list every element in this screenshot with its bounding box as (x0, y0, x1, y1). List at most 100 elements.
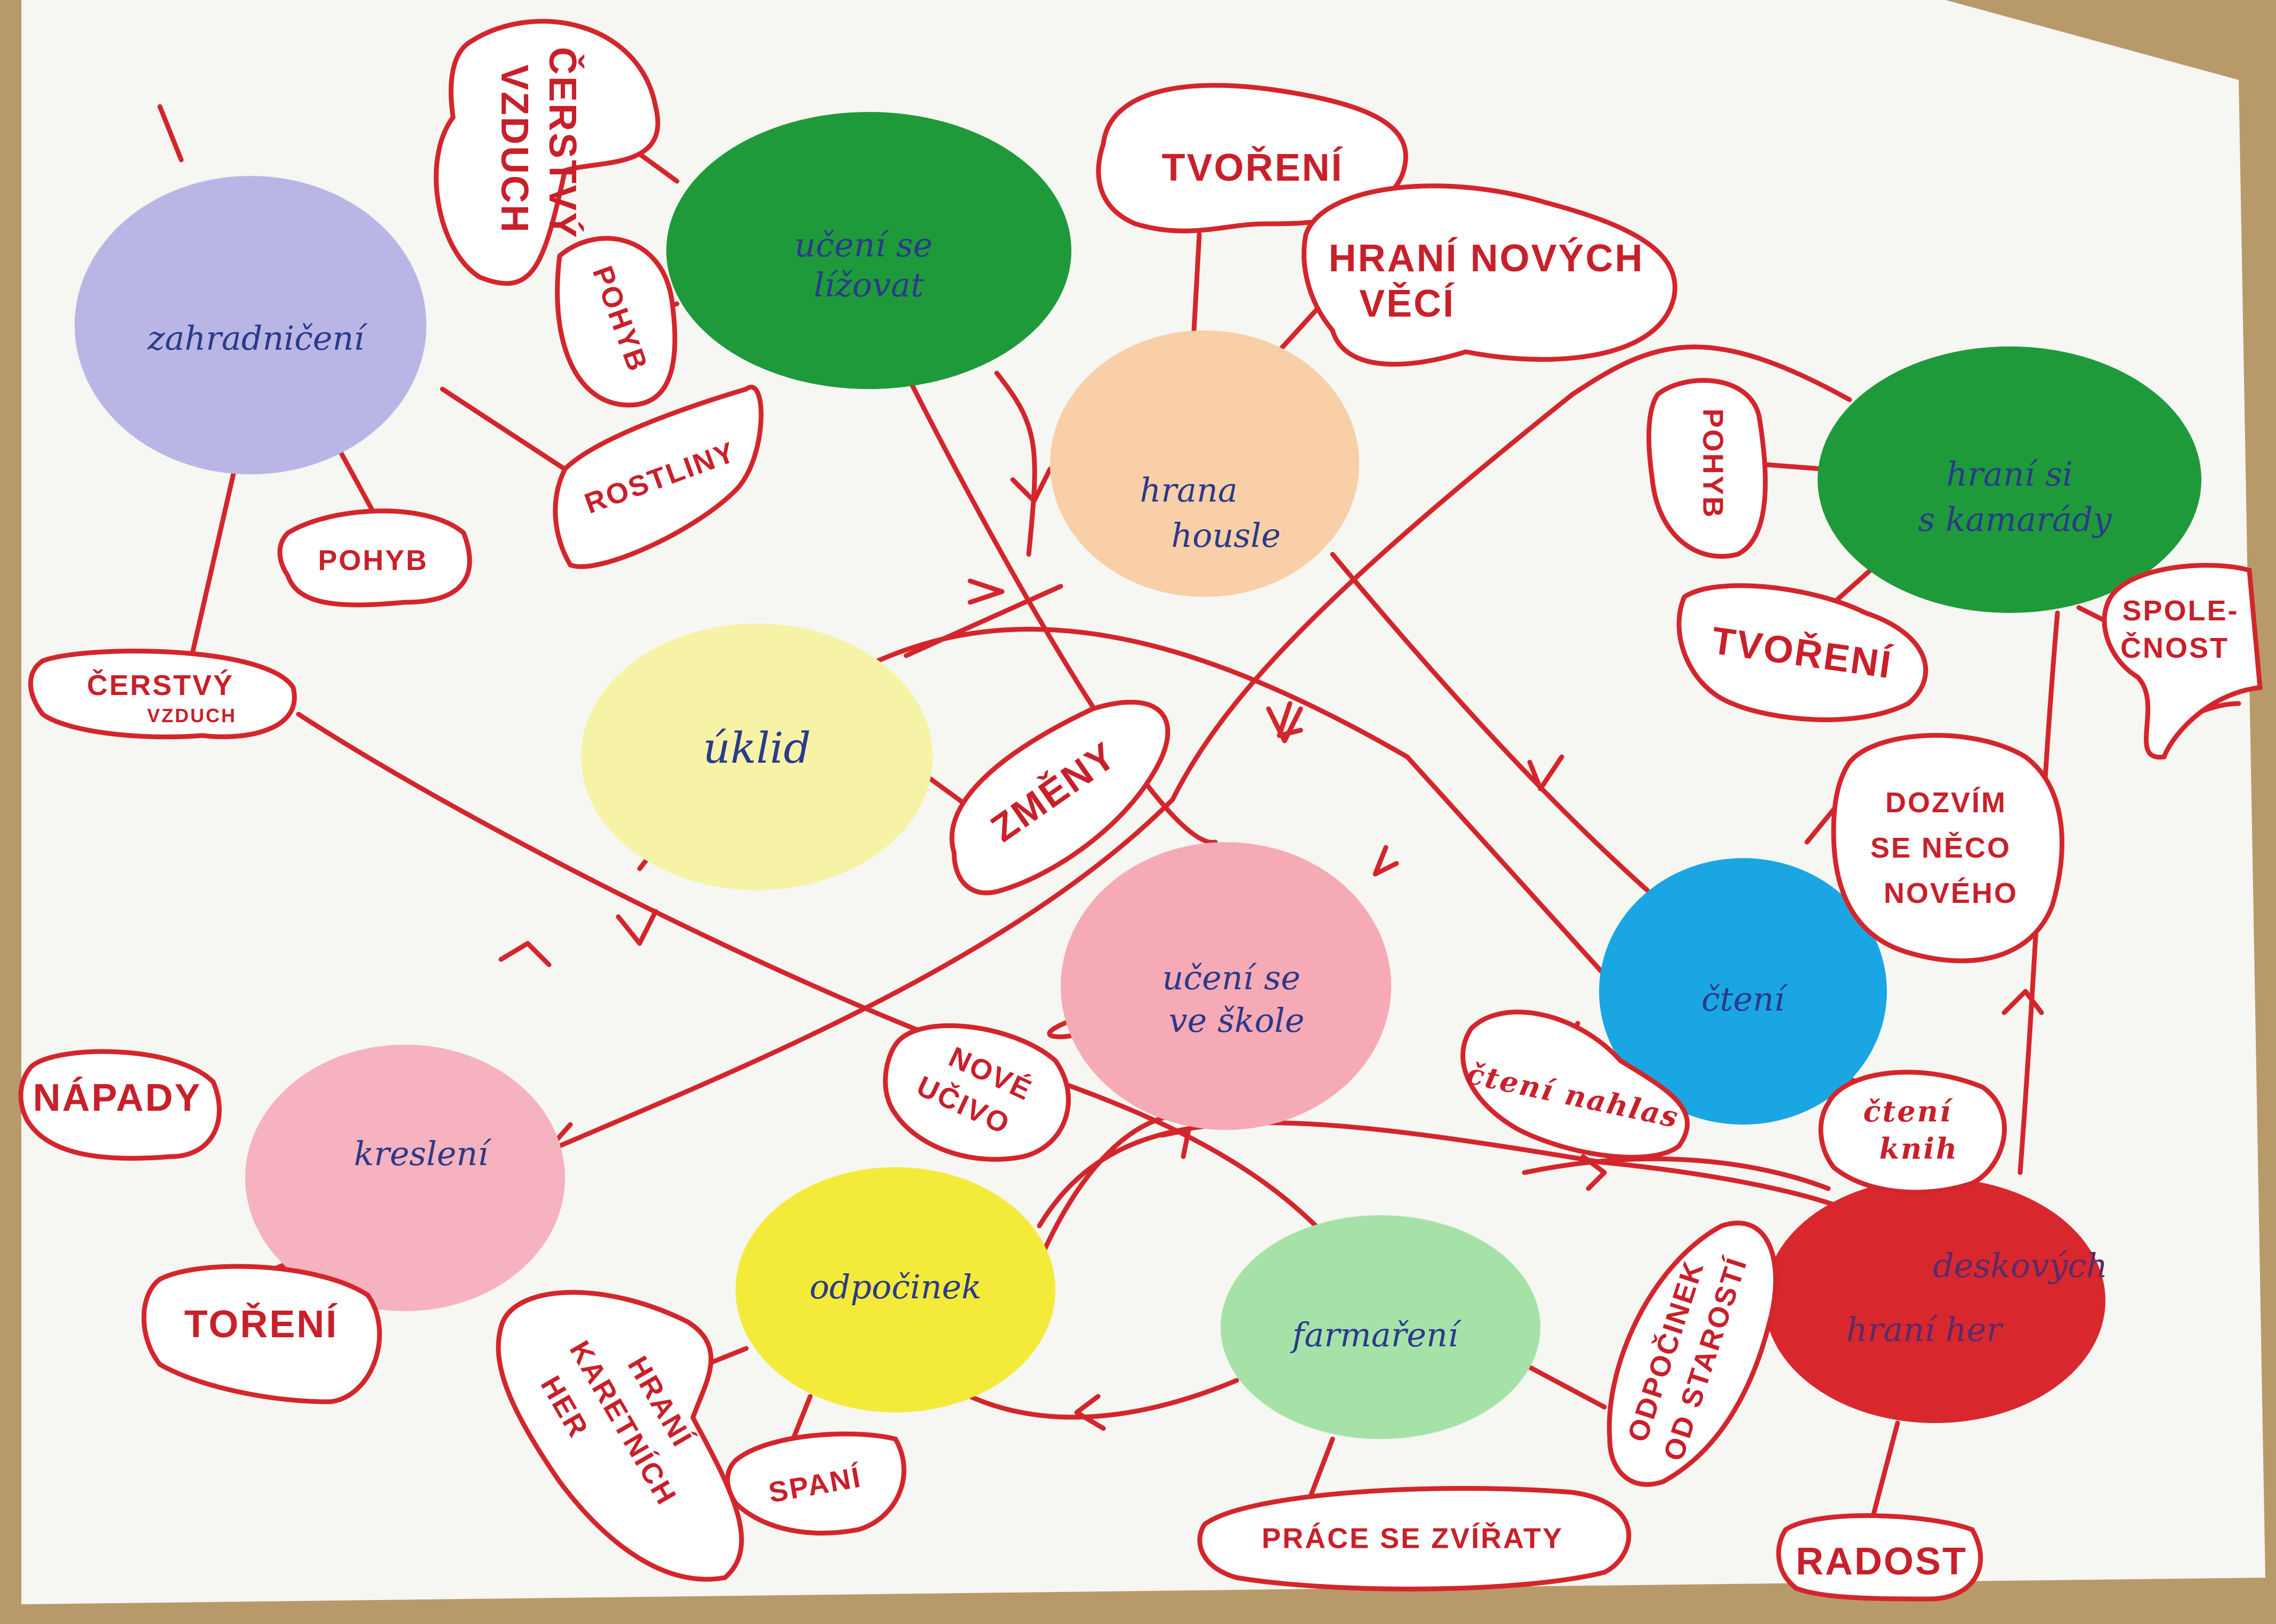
label-tvoreni-top: TVOŘENÍ (1096, 83, 1408, 233)
node-zahradniceni: zahradničení (75, 176, 426, 474)
label-bubble (28, 649, 297, 740)
label-text: TVOŘENÍ (1161, 146, 1343, 189)
label-bubble (883, 1023, 1071, 1162)
label-text: SPOLE- ČNOST (2120, 595, 2249, 664)
node-kresleni: kreslení (245, 1045, 565, 1311)
label-spolecnost: SPOLE- ČNOST (2102, 563, 2263, 760)
node-shape (75, 176, 426, 474)
label-bubble (555, 236, 677, 408)
label-nove-ucivo: NOVÉ UČIVO (883, 1023, 1071, 1162)
node-shape (1061, 842, 1391, 1130)
node-uklid: úklid (581, 624, 933, 890)
label-rostliny: ROSTLINY (553, 385, 764, 569)
label-cerstvy-vzduch-left: ČERSTVÝ VZDUCH (28, 649, 297, 740)
node-hrani-her: deskových hraní her (1764, 1178, 2118, 1423)
label-bubble (1302, 183, 1677, 367)
node-label: učení se lížovat (794, 225, 943, 304)
node-label: deskových hraní her (1846, 1246, 2118, 1349)
node-label: učení se ve škole (1162, 958, 1311, 1040)
node-label: odpočinek (810, 1267, 982, 1306)
label-text: POHYB (318, 544, 428, 576)
arrowheads (498, 466, 2044, 1431)
label-bubble (1818, 1070, 2007, 1195)
node-label-line: ve škole (1169, 1001, 1305, 1040)
label-cteni-knih: čtení knih (1818, 1070, 2007, 1195)
label-line: ČERSTVÝ (87, 669, 234, 701)
label-text: PRÁCE SE ZVÍŘATY (1262, 1522, 1563, 1554)
node-shape (1221, 1215, 1540, 1439)
label-line: VĚCÍ (1359, 282, 1455, 325)
label-prace-se-zviraty: PRÁCE SE ZVÍŘATY (1197, 1486, 1632, 1591)
label-bubble (496, 1290, 744, 1582)
label-dozvim-se: DOZVÍM SE NĚCO NOVÉHO (1831, 733, 2064, 964)
node-label-line: housle (1171, 516, 1281, 555)
node-label: úklid (703, 723, 811, 773)
node-label-line: hraní si (1946, 455, 2073, 494)
node-label: zahradničení (147, 319, 368, 358)
node-uceni-lizovat: učení se lížovat (666, 112, 1071, 389)
label-line: HRANÍ NOVÝCH (1328, 237, 1644, 280)
label-napady: NÁPADY (18, 1049, 222, 1161)
label-text: TOŘENÍ (184, 1303, 338, 1346)
node-label-line: deskových (1933, 1246, 2108, 1285)
label-line: čtení (1863, 1094, 1954, 1128)
label-radost: RADOST (1776, 1513, 1983, 1602)
node-shape (1599, 858, 1887, 1125)
label-bubble (1676, 583, 1928, 722)
label-hrani-karetnich-her: HRANÍ KARETNÍCH HER (496, 1290, 744, 1582)
label-bubble (949, 699, 1171, 895)
label-bubble (433, 19, 660, 286)
node-label-line: lížovat (814, 265, 924, 304)
label-line: ČERSTVÝ (541, 47, 584, 239)
label-text: ČERSTVÝ VZDUCH (87, 669, 244, 726)
label-text: ČERSTVÝ VZDUCH (493, 47, 584, 252)
label-bubble (1831, 733, 2064, 964)
label-bubble (1197, 1486, 1632, 1591)
label-line: SPOLE- (2122, 595, 2239, 627)
label-hrani-novych-veci: HRANÍ NOVÝCH VĚCÍ (1302, 183, 1677, 367)
label-bubble (553, 385, 764, 569)
label-text: HRANÍ NOVÝCH VĚCÍ (1328, 237, 1656, 325)
label-pohyb-3: POHYB (1646, 378, 1768, 559)
label-line: knih (1879, 1132, 1958, 1166)
node-label-line: učení se (794, 225, 932, 264)
label-line: VZDUCH (147, 705, 237, 726)
label-line: ČNOST (2120, 632, 2229, 664)
label-zmeny: ZMĚNY (949, 699, 1171, 895)
node-shape (245, 1045, 565, 1311)
label-text: NÁPADY (33, 1077, 202, 1119)
node-hrana-housle: hrana housle (1050, 330, 1359, 597)
node-label: hrana housle (1140, 471, 1280, 555)
node-label-line: učení se (1162, 958, 1300, 997)
label-toreni: TOŘENÍ (141, 1264, 382, 1404)
node-hrani-kamarady: hraní si s kamarády (1818, 346, 2201, 613)
node-odpocinek: odpočinek (736, 1167, 1055, 1412)
node-label: kreslení (354, 1134, 492, 1173)
node-shape (666, 112, 1071, 389)
node-shape (581, 624, 933, 890)
label-line: NOVÉHO (1884, 877, 2018, 909)
label-text: DOZVÍM SE NĚCO NOVÉHO (1870, 787, 2021, 909)
node-label: čtení (1701, 980, 1788, 1019)
label-text: RADOST (1796, 1540, 1967, 1583)
node-cteni: čtení (1599, 858, 1887, 1125)
label-line: SE NĚCO (1870, 831, 2011, 864)
label-text: čtení knih (1863, 1094, 1964, 1166)
label-pohyb-2: POHYB (277, 508, 472, 608)
label-bubble (1776, 1513, 1983, 1602)
label-text: POHYB (1697, 408, 1729, 519)
label-line: DOZVÍM (1885, 787, 2007, 819)
label-tvoreni-right: TVOŘENÍ (1676, 583, 1928, 722)
label-bubble (2102, 563, 2263, 760)
node-label-line: hrana (1140, 471, 1237, 510)
node-uceni-skole: učení se ve škole (1061, 842, 1391, 1130)
label-spani: SPANÍ (725, 1431, 907, 1536)
label-bubble (277, 508, 472, 608)
node-shape (1050, 330, 1359, 597)
node-shape (1818, 346, 2201, 613)
label-bubble (141, 1264, 382, 1404)
node-label: hraní si s kamarády (1918, 455, 2112, 539)
label-bubble (18, 1049, 222, 1161)
label-bubble (1646, 378, 1768, 559)
